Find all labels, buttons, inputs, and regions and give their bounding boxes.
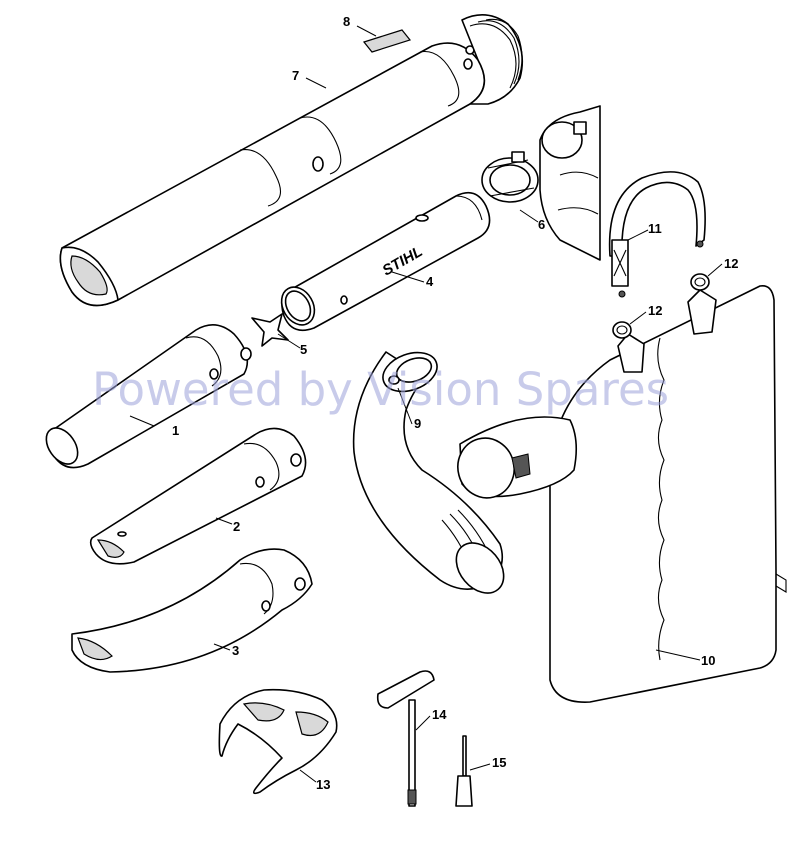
callout-1: 1 bbox=[172, 423, 179, 438]
callout-4: 4 bbox=[426, 274, 434, 289]
callout-10: 10 bbox=[701, 653, 715, 668]
part-10-collection-bag bbox=[457, 284, 787, 703]
part-5-clip bbox=[251, 313, 289, 347]
part-2-flat-nozzle bbox=[89, 427, 307, 565]
callout-12-upper: 12 bbox=[724, 256, 738, 271]
watermark-text: Powered by Vision Spares bbox=[92, 363, 669, 416]
callout-6: 6 bbox=[538, 217, 545, 232]
blower-housing-partial bbox=[539, 105, 601, 261]
callout-7: 7 bbox=[292, 68, 299, 83]
callout-12-lower: 12 bbox=[648, 303, 662, 318]
callout-5: 5 bbox=[300, 342, 307, 357]
callout-13: 13 bbox=[316, 777, 330, 792]
part-4-tube-with-brand: STIHL bbox=[280, 191, 491, 332]
part-14-wrench bbox=[376, 670, 435, 807]
part-7-blower-tube bbox=[59, 14, 524, 307]
part-6-clamp-ring bbox=[481, 151, 539, 203]
part-15-screwdriver bbox=[455, 735, 473, 807]
part-12-ring-upper bbox=[690, 273, 710, 291]
callout-2: 2 bbox=[233, 519, 240, 534]
callout-3: 3 bbox=[232, 643, 239, 658]
part-1-round-nozzle bbox=[45, 324, 252, 469]
part-8-label bbox=[362, 29, 412, 53]
part-9-elbow-tube bbox=[352, 351, 505, 594]
callout-15: 15 bbox=[492, 755, 506, 770]
leader-lines bbox=[129, 25, 723, 783]
callout-14: 14 bbox=[432, 707, 447, 722]
part-3-curved-nozzle bbox=[71, 548, 313, 673]
callout-9: 9 bbox=[414, 416, 421, 431]
part-12-ring-lower bbox=[612, 321, 632, 339]
callout-labels: 8 7 1 2 3 4 5 6 9 10 11 12 12 13 14 15 bbox=[172, 14, 738, 792]
part-13-safety-glasses bbox=[218, 688, 338, 795]
callout-8: 8 bbox=[343, 14, 350, 29]
callout-11: 11 bbox=[648, 221, 662, 236]
part-11-strap bbox=[608, 171, 706, 298]
